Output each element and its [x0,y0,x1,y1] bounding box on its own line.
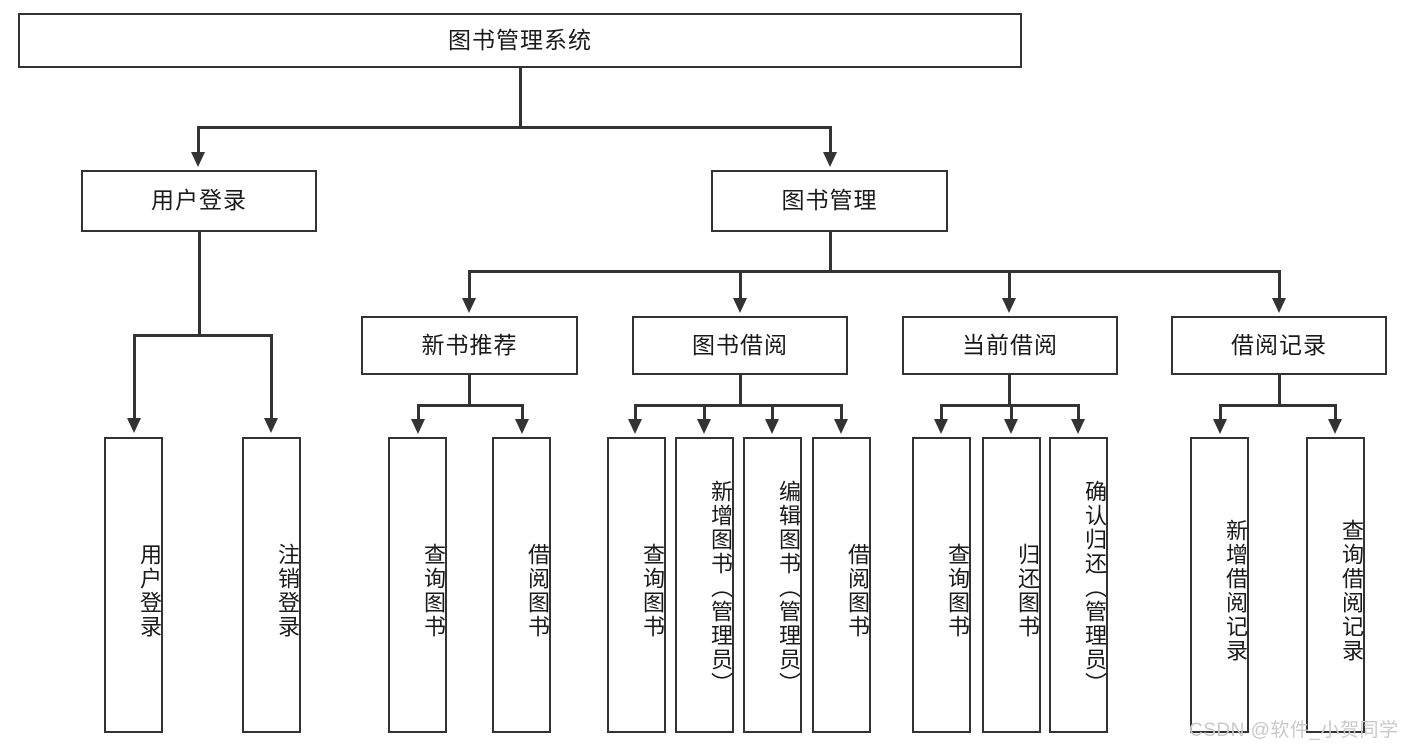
leaf-borrow-book[interactable]: 借阅图书 [812,437,871,733]
arrow-down-icon [765,419,779,434]
leaf-edit-book-admin[interactable]: 编辑图书（管理员） [743,437,802,733]
leaf-borrow-book-new[interactable]: 借阅图书 [492,437,551,733]
leaf-logout[interactable]: 注销登录 [242,437,301,733]
node-label: 查询图书 [945,543,970,639]
node-label: 查询图书 [421,543,446,639]
edge-book-borrow-to-leaf-4 [840,404,843,422]
edge-current-borrow-bus [940,404,1079,407]
edge-to-borrow-record [1278,270,1281,300]
arrow-down-icon [1071,419,1085,434]
edge-to-book-borrow [739,270,742,300]
edge-new-book-bus [417,404,523,407]
node-label: 用户登录 [137,543,162,639]
edge-to-new-book [468,270,471,300]
edge-to-leaf-user-login [133,334,136,420]
node-label: 借阅记录 [1231,331,1327,358]
edge-root-stem [519,68,522,128]
edge-user-login-stem [198,232,201,336]
edge-borrow-record-to-leaf-1 [1219,404,1222,422]
edge-root-to-user-login [197,126,200,154]
edge-to-leaf-logout [270,334,273,420]
node-label: 归还图书 [1015,543,1040,639]
node-label: 新书推荐 [421,331,518,358]
edge-current-borrow-stem [1008,375,1011,406]
arrow-down-icon [462,298,476,313]
edge-book-borrow-bus [634,404,842,407]
node-root-book-management-system[interactable]: 图书管理系统 [18,13,1022,68]
edge-book-management-stem [829,232,832,272]
node-label: 用户登录 [151,187,247,214]
edge-root-bus [197,126,831,129]
leaf-confirm-return-admin[interactable]: 确认归还（管理员） [1049,437,1108,733]
edge-book-borrow-stem [739,375,742,406]
edge-level3-bus [468,270,1280,273]
edge-current-borrow-to-leaf-1 [940,404,943,422]
node-label: 当前借阅 [962,331,1058,358]
edge-to-current-borrow [1008,270,1011,300]
arrow-down-icon [515,419,529,434]
node-label: 注销登录 [275,543,300,639]
arrow-down-icon [628,419,642,434]
edge-book-borrow-to-leaf-2 [703,404,706,422]
edge-borrow-record-stem [1278,375,1281,406]
arrow-down-icon [697,419,711,434]
node-book-borrow[interactable]: 图书借阅 [632,316,848,375]
node-label: 图书管理系统 [448,26,592,53]
node-book-management[interactable]: 图书管理 [711,170,948,232]
arrow-down-icon [1213,419,1227,434]
node-label: 编辑图书（管理员） [776,480,801,696]
node-label: 确认归还（管理员） [1082,480,1107,696]
edge-book-borrow-to-leaf-3 [771,404,774,422]
edge-new-book-stem [468,375,471,406]
arrow-down-icon [1328,419,1342,434]
node-borrow-record[interactable]: 借阅记录 [1171,316,1387,375]
arrow-down-icon [411,419,425,434]
edge-book-borrow-to-leaf-1 [634,404,637,422]
arrow-down-icon [127,418,141,433]
leaf-return-book[interactable]: 归还图书 [982,437,1041,733]
edge-borrow-record-to-leaf-2 [1334,404,1337,422]
leaf-query-book-borrow[interactable]: 查询图书 [607,437,666,733]
csdn-watermark: CSDN @软件_小贺同学 [1189,720,1399,741]
node-new-book-recommend[interactable]: 新书推荐 [361,316,578,375]
node-current-borrow[interactable]: 当前借阅 [902,316,1118,375]
node-label: 新增借阅记录 [1223,519,1248,663]
node-label: 借阅图书 [525,543,550,639]
edge-user-login-bus [133,334,273,337]
arrow-down-icon [1272,298,1286,313]
node-label: 查询借阅记录 [1339,519,1364,663]
node-label: 查询图书 [640,543,665,639]
edge-new-book-to-leaf-2 [521,404,524,422]
edge-new-book-to-leaf-1 [417,404,420,422]
arrow-down-icon [1002,298,1016,313]
arrow-down-icon [834,419,848,434]
leaf-add-borrow-record[interactable]: 新增借阅记录 [1190,437,1249,733]
leaf-user-login[interactable]: 用户登录 [104,437,163,733]
leaf-query-borrow-record[interactable]: 查询借阅记录 [1306,437,1365,733]
edge-current-borrow-to-leaf-2 [1010,404,1013,422]
node-user-login[interactable]: 用户登录 [81,170,317,232]
leaf-add-book-admin[interactable]: 新增图书（管理员） [675,437,734,733]
leaf-query-book-current[interactable]: 查询图书 [912,437,971,733]
node-label: 图书借阅 [692,331,788,358]
arrow-down-icon [934,419,948,434]
arrow-down-icon [823,152,837,167]
leaf-query-book-new[interactable]: 查询图书 [388,437,447,733]
edge-borrow-record-bus [1219,404,1336,407]
node-label: 新增图书（管理员） [708,480,733,696]
arrow-down-icon [191,152,205,167]
arrow-down-icon [733,298,747,313]
node-label: 借阅图书 [845,543,870,639]
arrow-down-icon [1004,419,1018,434]
edge-root-to-book-management [829,126,832,154]
node-label: 图书管理 [781,187,878,214]
edge-current-borrow-to-leaf-3 [1077,404,1080,422]
arrow-down-icon [264,418,278,433]
